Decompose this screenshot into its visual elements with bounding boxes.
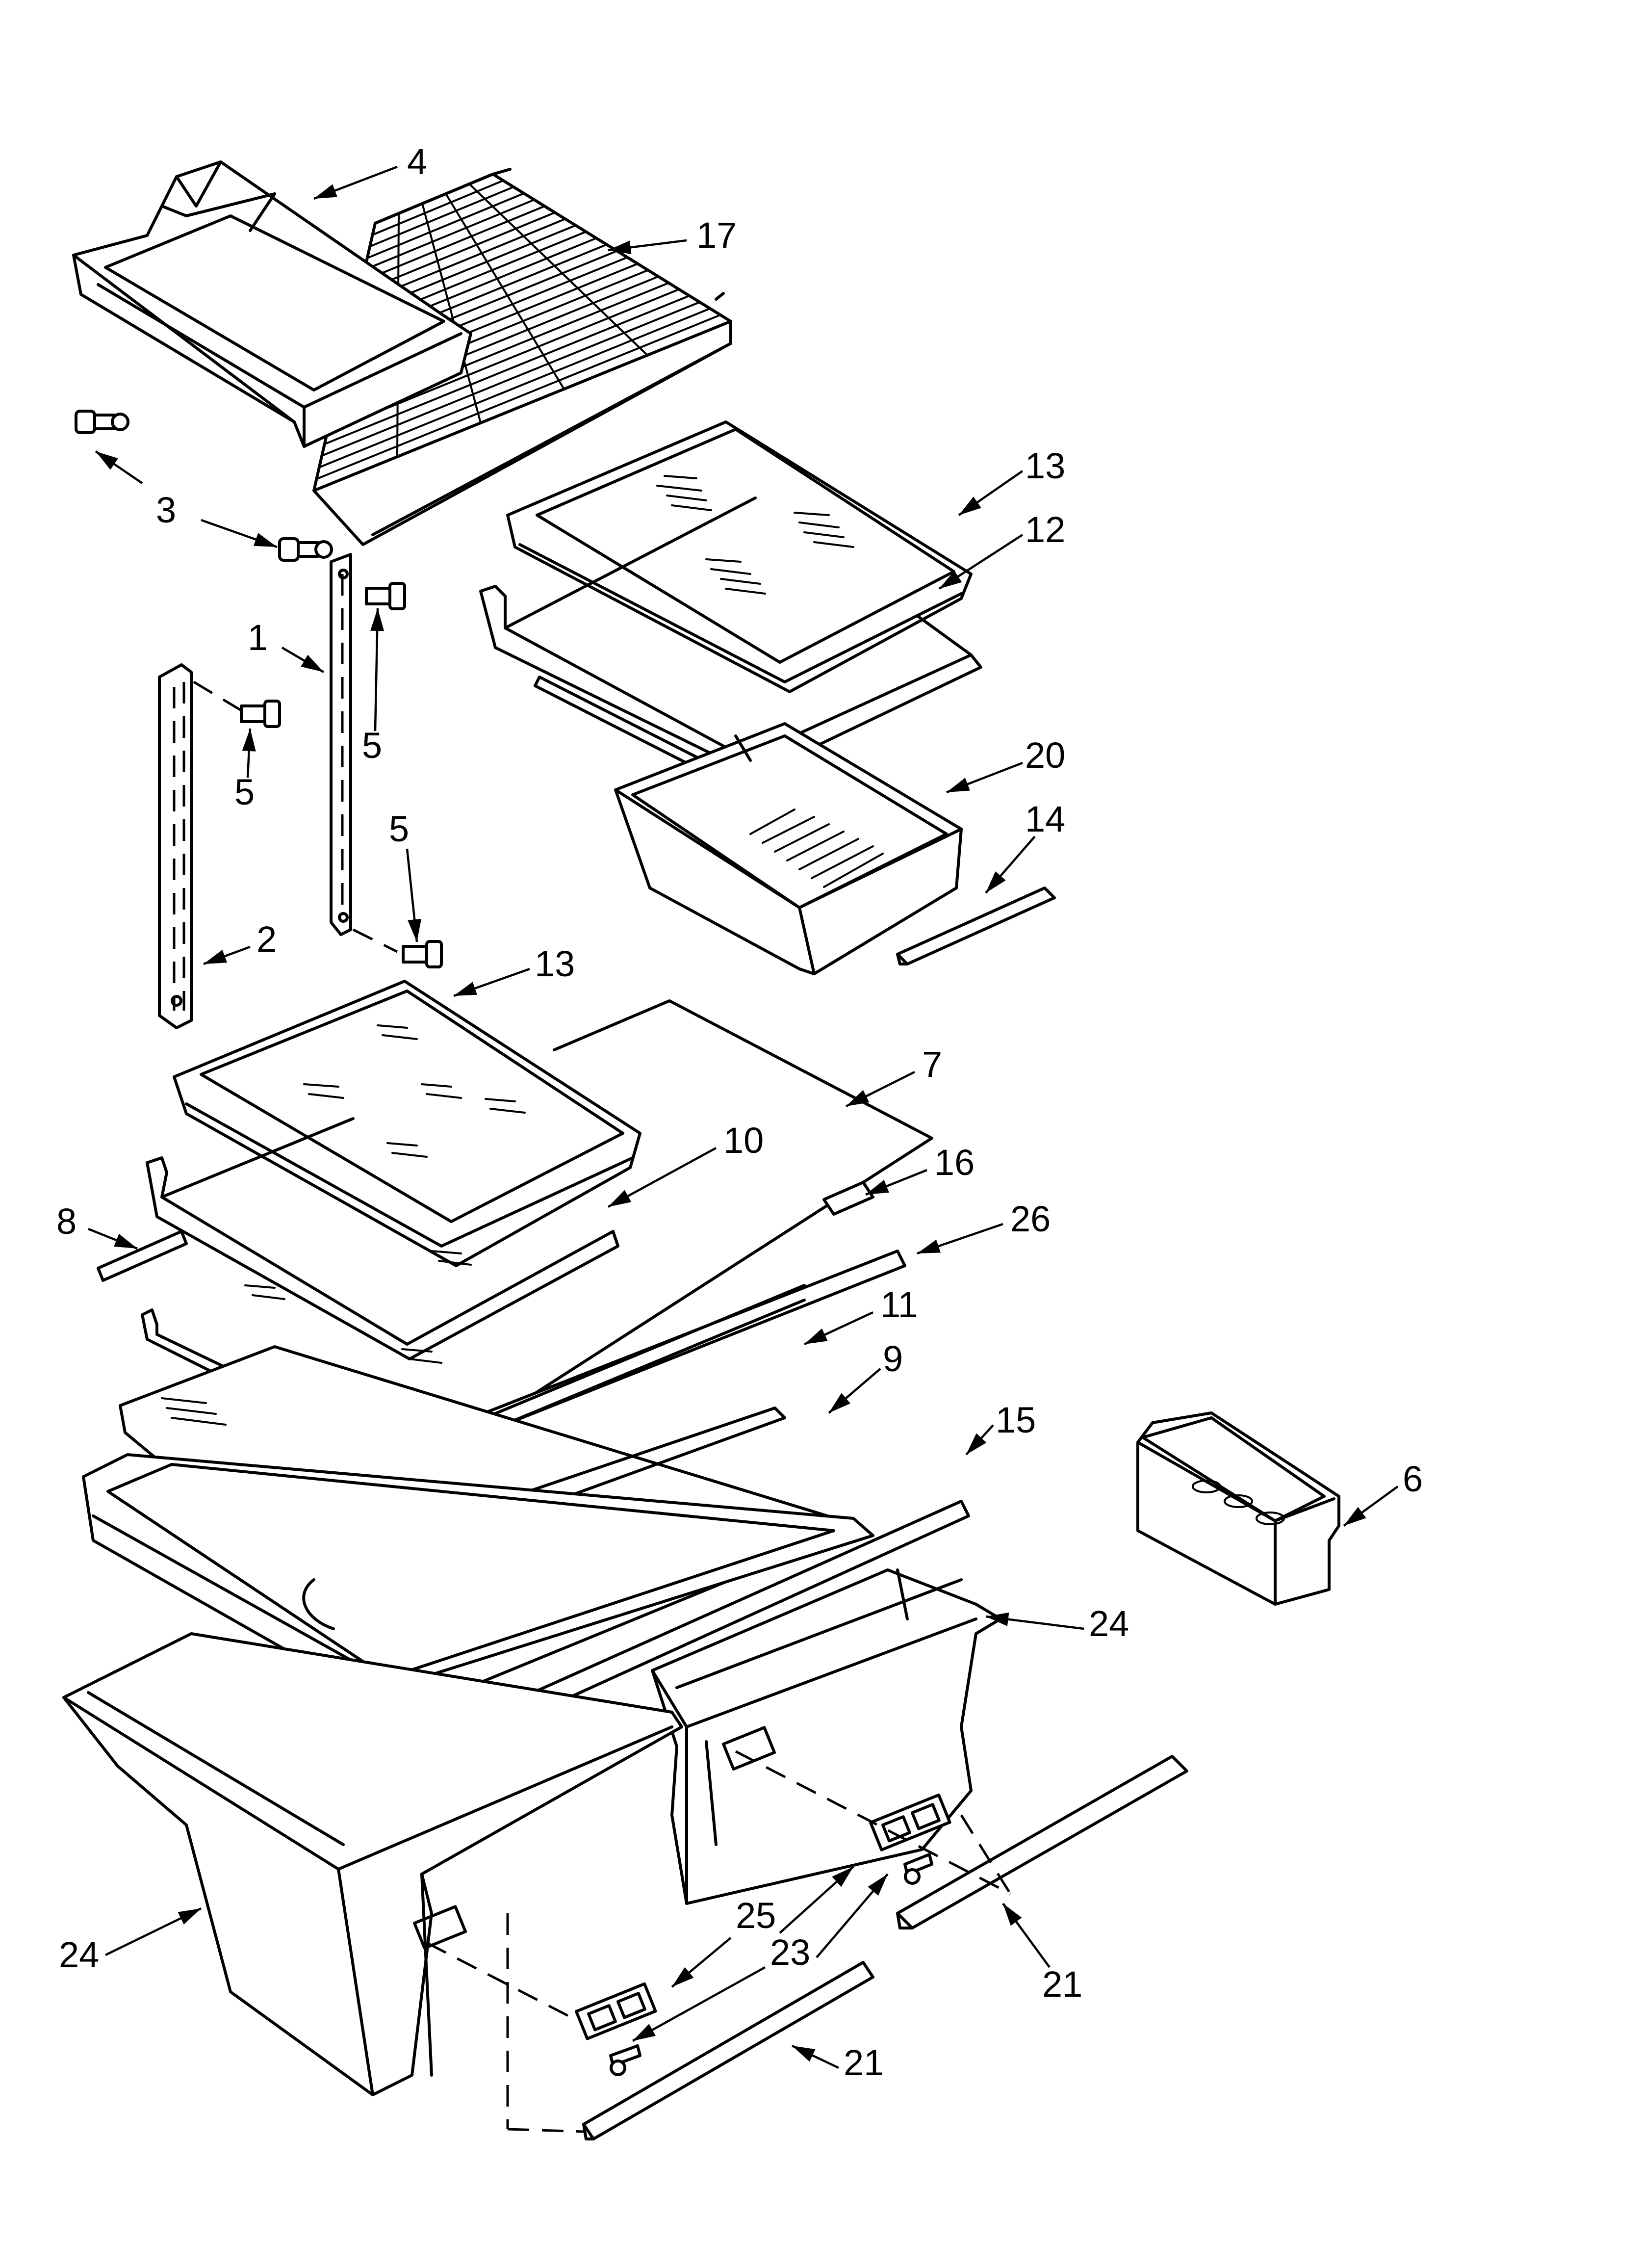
arrowhead bbox=[829, 1393, 851, 1413]
arrowhead bbox=[917, 1239, 941, 1253]
callout-23: 23 bbox=[770, 1932, 810, 1973]
arrowhead bbox=[792, 2046, 816, 2062]
arrowhead bbox=[314, 184, 337, 199]
part-21-drawer-trim-right bbox=[896, 1755, 1188, 1929]
arrowhead bbox=[608, 240, 632, 255]
part-3-shelf-pins bbox=[75, 410, 333, 562]
part-16-trim-rail bbox=[822, 1181, 874, 1216]
callout-7: 7 bbox=[922, 1044, 942, 1085]
wire-rod bbox=[321, 301, 700, 457]
arrowhead bbox=[253, 533, 277, 547]
callout-3: 3 bbox=[156, 490, 176, 530]
callout-9: 9 bbox=[883, 1338, 903, 1379]
wire-crossbar bbox=[445, 193, 565, 390]
wire-rod bbox=[361, 205, 545, 283]
arrowhead bbox=[204, 949, 228, 964]
callout-25: 25 bbox=[736, 1895, 776, 1936]
wire-rod bbox=[372, 180, 504, 236]
part-5-screws bbox=[193, 582, 443, 968]
part-23-drawer-stop-right bbox=[903, 1853, 933, 1885]
part-4-bin bbox=[72, 160, 472, 448]
arrowhead bbox=[1344, 1507, 1366, 1526]
arrowhead bbox=[1003, 1903, 1022, 1926]
callout-26: 26 bbox=[1010, 1199, 1051, 1239]
callout-17: 17 bbox=[696, 215, 737, 256]
arrowhead bbox=[966, 1433, 987, 1455]
wire-crossbar bbox=[468, 183, 648, 356]
leader-lines bbox=[88, 165, 1399, 2069]
leader-line bbox=[632, 1966, 766, 2042]
arrowhead bbox=[986, 1612, 1009, 1626]
part-13-lower-glass-shelf bbox=[173, 980, 641, 1267]
callout-8: 8 bbox=[56, 1201, 77, 1242]
arrowhead bbox=[114, 1233, 137, 1249]
part-6-door-bin bbox=[1136, 1411, 1340, 1606]
arrowhead bbox=[846, 1090, 870, 1106]
arrowhead bbox=[672, 1967, 694, 1987]
part-2-ladder-rail bbox=[158, 663, 193, 1029]
callout-labels: 4 17 3 13 12 1 5 5 5 20 14 2 13 7 10 16 … bbox=[56, 141, 1423, 2083]
wire-rod bbox=[364, 199, 535, 271]
arrowhead bbox=[454, 982, 478, 996]
callout-14: 14 bbox=[1025, 799, 1065, 839]
callout-10: 10 bbox=[723, 1120, 764, 1161]
callout-20: 20 bbox=[1025, 735, 1065, 776]
arrowhead bbox=[608, 1190, 632, 1207]
wire-crossbar bbox=[421, 203, 482, 423]
callout-24: 24 bbox=[1089, 1603, 1129, 1644]
part-8-trim-strip bbox=[97, 1230, 188, 1282]
callout-12: 12 bbox=[1025, 509, 1065, 550]
arrowhead bbox=[939, 571, 962, 589]
arrowhead bbox=[633, 2024, 656, 2041]
callout-13: 13 bbox=[1025, 445, 1065, 486]
callout-15: 15 bbox=[996, 1400, 1036, 1440]
callout-13: 13 bbox=[535, 943, 575, 984]
part-24-crisper-drawer-left bbox=[62, 1632, 683, 2096]
wire-crossbar bbox=[492, 173, 732, 322]
part-23-drawer-stop-left bbox=[609, 2044, 641, 2076]
wire-rod bbox=[369, 186, 514, 248]
wire-rod bbox=[316, 314, 721, 480]
arrowhead bbox=[959, 496, 981, 515]
arrowhead bbox=[301, 654, 324, 672]
part-13-upper-glass-shelf bbox=[506, 420, 973, 693]
callout-16: 16 bbox=[934, 1142, 975, 1183]
arrowhead bbox=[96, 451, 118, 470]
part-14-trim-strip bbox=[896, 886, 1056, 965]
callout-5: 5 bbox=[234, 772, 255, 812]
arrowhead bbox=[370, 608, 385, 631]
callout-2: 2 bbox=[257, 919, 277, 960]
callout-4: 4 bbox=[407, 141, 427, 182]
arrowhead bbox=[832, 1867, 853, 1887]
part-20-crisper-pan bbox=[614, 722, 963, 975]
assembly-dash-lines bbox=[426, 1750, 1012, 2133]
part-1-ladder-rail bbox=[330, 553, 352, 936]
callout-6: 6 bbox=[1403, 1459, 1423, 1499]
arrowhead bbox=[178, 1908, 201, 1925]
callout-1: 1 bbox=[248, 617, 268, 658]
arrowhead bbox=[868, 1874, 888, 1896]
callout-21: 21 bbox=[844, 2042, 884, 2083]
arrowhead bbox=[986, 871, 1006, 893]
part-25-drawer-slide-left bbox=[574, 1982, 657, 2040]
crisper-cover bbox=[82, 1453, 874, 1706]
wire-rod bbox=[366, 192, 525, 259]
part-21-drawer-trim-left bbox=[582, 1961, 874, 2140]
arrowhead bbox=[804, 1328, 828, 1344]
arrowhead bbox=[947, 778, 970, 792]
wire-rod bbox=[319, 308, 711, 469]
arrowhead bbox=[408, 918, 422, 942]
wire-rod bbox=[324, 294, 690, 445]
callout-21: 21 bbox=[1042, 1964, 1082, 2005]
arrowhead bbox=[866, 1179, 889, 1195]
arrowhead bbox=[242, 729, 256, 752]
callout-5: 5 bbox=[362, 725, 382, 766]
part-10-shelf-frame bbox=[146, 1117, 619, 1360]
callout-24: 24 bbox=[59, 1934, 99, 1975]
callout-5: 5 bbox=[389, 808, 409, 849]
callout-11: 11 bbox=[880, 1284, 918, 1325]
